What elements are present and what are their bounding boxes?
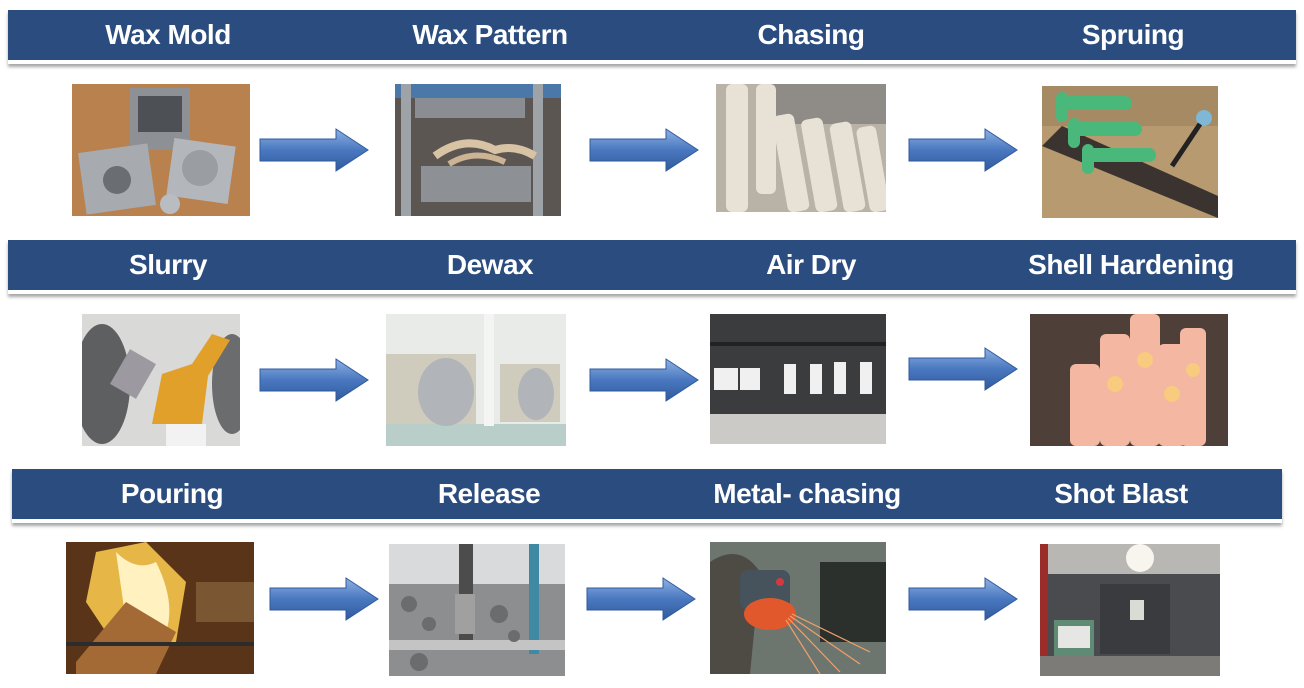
right-arrow-icon (589, 128, 699, 172)
right-arrow-icon (589, 358, 699, 402)
step-label: Chasing (757, 19, 865, 50)
air-dry-photo (710, 314, 886, 444)
slurry-photo (82, 314, 240, 446)
chasing-photo (716, 84, 886, 212)
right-arrow-icon (908, 347, 1018, 391)
row-3-banner: Pouring Release Metal- chasing Shot Blas… (12, 469, 1282, 523)
row-1-banner: Wax Mold Wax Pattern Chasing Spruing (8, 10, 1296, 64)
wax-mold-photo (72, 84, 250, 216)
step-label: Air Dry (766, 249, 856, 280)
release-photo (389, 544, 565, 676)
shot-blast-photo (1040, 544, 1220, 676)
step-label: Release (437, 478, 541, 509)
row-2-banner: Slurry Dewax Air Dry Shell Hardening (8, 240, 1296, 294)
spruing-photo (1042, 86, 1218, 218)
step-label: Shell Hardening (1028, 249, 1234, 280)
step-label: Metal- chasing (713, 478, 901, 509)
pouring-photo (66, 542, 254, 674)
step-label: Slurry (129, 249, 207, 280)
right-arrow-icon (908, 577, 1018, 621)
step-label: Pouring (120, 478, 224, 509)
step-label: Wax Mold (105, 19, 231, 50)
dewax-photo (386, 314, 566, 446)
shell-hardening-photo (1030, 314, 1228, 446)
right-arrow-icon (269, 577, 379, 621)
step-label: Spruing (1081, 19, 1185, 50)
metal-chasing-photo (710, 542, 886, 674)
step-label: Dewax (446, 249, 534, 280)
right-arrow-icon (259, 358, 369, 402)
right-arrow-icon (259, 128, 369, 172)
wax-pattern-photo (395, 84, 561, 216)
right-arrow-icon (586, 577, 696, 621)
step-label: Shot Blast (1054, 478, 1188, 509)
step-label: Wax Pattern (412, 19, 568, 50)
right-arrow-icon (908, 128, 1018, 172)
